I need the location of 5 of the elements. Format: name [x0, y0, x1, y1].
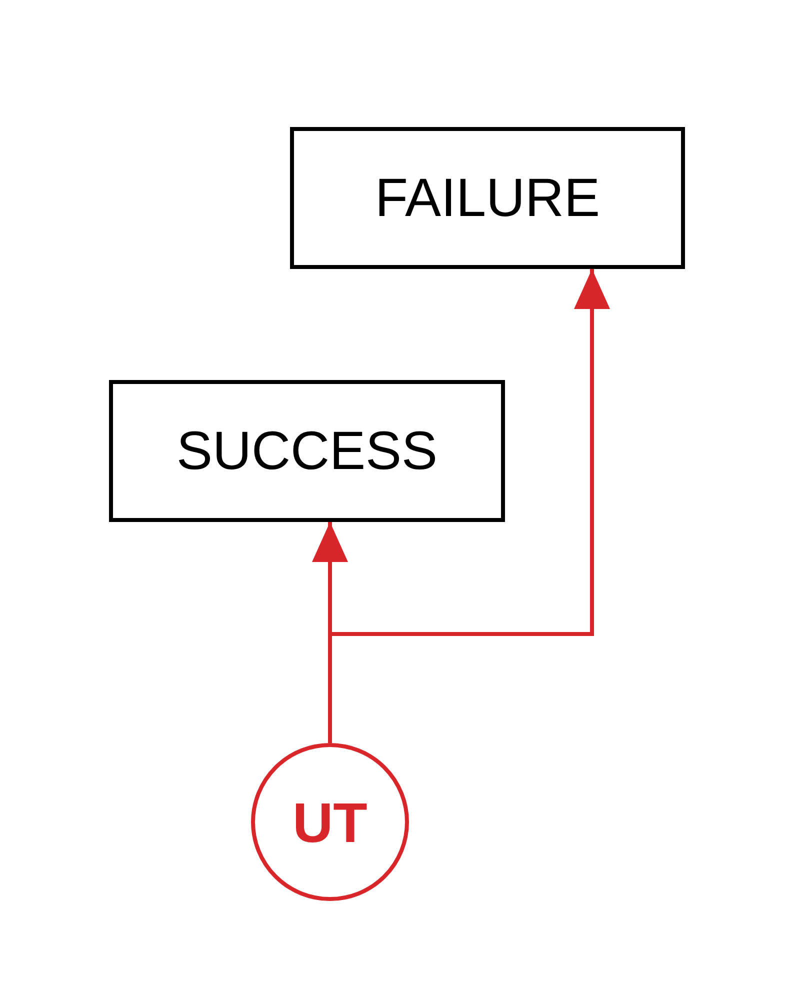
node-label: UT	[292, 790, 368, 854]
node-label: SUCCESS	[176, 420, 438, 482]
process-box	[109, 380, 505, 522]
process-box	[290, 127, 685, 269]
node-label: FAILURE	[374, 167, 600, 229]
